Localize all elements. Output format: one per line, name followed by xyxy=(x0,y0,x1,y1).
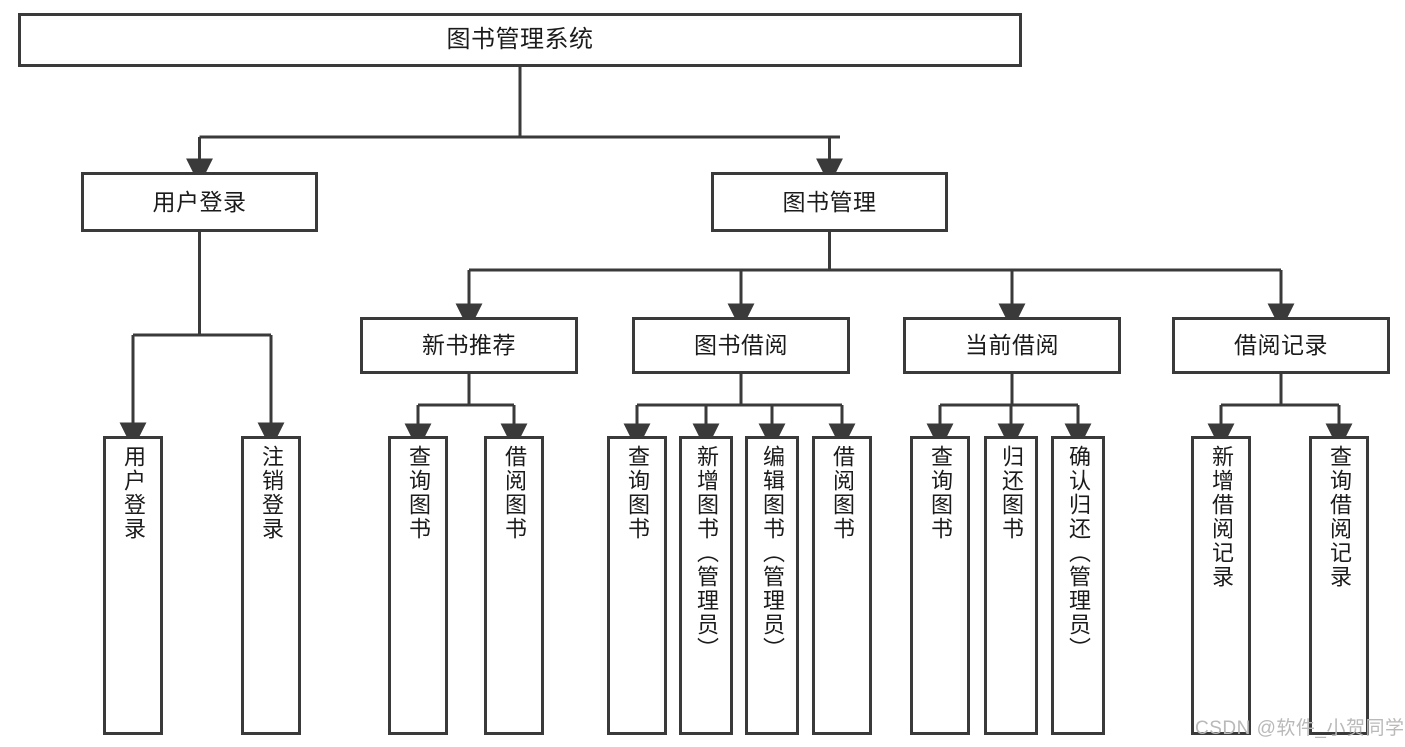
node-leaf-query-record-label: 查询借阅记录 xyxy=(1327,445,1352,589)
node-leaf-confirm-return[interactable]: 确认归还（管理员） xyxy=(1051,436,1105,735)
node-leaf-add-record-label: 新增借阅记录 xyxy=(1209,445,1234,589)
watermark: CSDN @软件_小贺同学 xyxy=(1195,718,1405,739)
node-new-book-recommend-label: 新书推荐 xyxy=(422,332,516,359)
node-leaf-query-book-2-label: 查询图书 xyxy=(625,445,650,541)
node-leaf-add-book[interactable]: 新增图书（管理员） xyxy=(679,436,733,735)
node-leaf-confirm-return-label: 确认归还（管理员） xyxy=(1066,445,1091,661)
node-borrow-records-label: 借阅记录 xyxy=(1234,332,1328,359)
node-leaf-logout-label: 注销登录 xyxy=(259,445,284,541)
node-leaf-user-login-label: 用户登录 xyxy=(121,445,146,541)
node-leaf-query-book-1-label: 查询图书 xyxy=(406,445,431,541)
node-user-login[interactable]: 用户登录 xyxy=(81,172,318,232)
node-leaf-borrow-book-1[interactable]: 借阅图书 xyxy=(484,436,544,735)
node-book-borrow-label: 图书借阅 xyxy=(694,332,788,359)
node-leaf-query-book-2[interactable]: 查询图书 xyxy=(607,436,667,735)
node-new-book-recommend[interactable]: 新书推荐 xyxy=(360,317,578,374)
node-current-borrow[interactable]: 当前借阅 xyxy=(903,317,1121,374)
node-leaf-edit-book-label: 编辑图书（管理员） xyxy=(760,445,785,661)
node-leaf-add-record[interactable]: 新增借阅记录 xyxy=(1191,436,1251,735)
node-book-borrow[interactable]: 图书借阅 xyxy=(632,317,850,374)
node-leaf-borrow-book-2[interactable]: 借阅图书 xyxy=(812,436,872,735)
node-leaf-logout[interactable]: 注销登录 xyxy=(241,436,301,735)
node-leaf-query-book-3-label: 查询图书 xyxy=(928,445,953,541)
node-leaf-return-book[interactable]: 归还图书 xyxy=(984,436,1038,735)
node-user-login-label: 用户登录 xyxy=(152,188,247,215)
node-leaf-add-book-label: 新增图书（管理员） xyxy=(694,445,719,661)
node-leaf-borrow-book-1-label: 借阅图书 xyxy=(502,445,527,541)
node-leaf-edit-book[interactable]: 编辑图书（管理员） xyxy=(745,436,799,735)
node-root[interactable]: 图书管理系统 xyxy=(18,13,1022,67)
node-book-management[interactable]: 图书管理 xyxy=(711,172,948,232)
node-book-management-label: 图书管理 xyxy=(782,188,877,215)
node-current-borrow-label: 当前借阅 xyxy=(965,332,1059,359)
node-leaf-query-record[interactable]: 查询借阅记录 xyxy=(1309,436,1369,735)
node-leaf-query-book-3[interactable]: 查询图书 xyxy=(910,436,970,735)
node-root-label: 图书管理系统 xyxy=(446,26,594,54)
node-leaf-user-login[interactable]: 用户登录 xyxy=(103,436,163,735)
node-leaf-borrow-book-2-label: 借阅图书 xyxy=(830,445,855,541)
node-leaf-return-book-label: 归还图书 xyxy=(999,445,1024,541)
node-borrow-records[interactable]: 借阅记录 xyxy=(1172,317,1390,374)
node-leaf-query-book-1[interactable]: 查询图书 xyxy=(388,436,448,735)
